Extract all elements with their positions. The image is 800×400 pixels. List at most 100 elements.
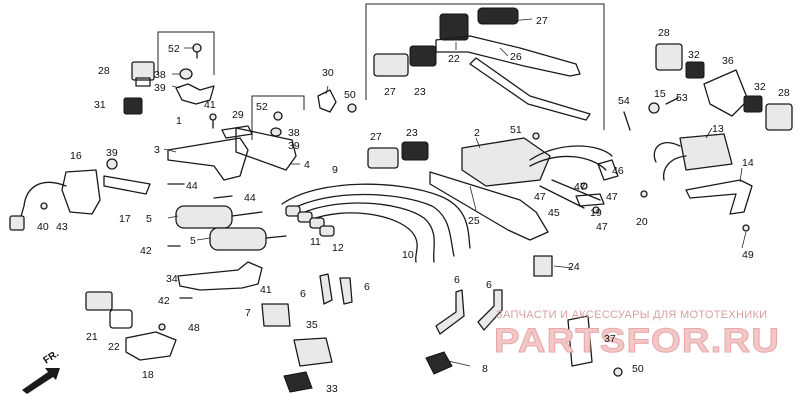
plug-cap-6-c [435, 289, 465, 335]
connector-40 [9, 215, 25, 231]
callout-53: 53 [676, 92, 688, 104]
callout-27-box: 27 [384, 86, 396, 98]
callout-6-b: 6 [364, 281, 370, 293]
watermark-logo: PARTSFOR.RU [494, 322, 780, 360]
clip-30 [317, 89, 337, 113]
callout-19: 19 [590, 207, 602, 219]
callout-labels: 52 28 38 39 31 1 41 29 52 38 39 3 4 30 5… [37, 15, 790, 395]
callout-10: 10 [402, 249, 414, 261]
callout-38-upper: 38 [154, 69, 166, 81]
callout-42-upper: 42 [140, 245, 152, 257]
plug-cap-6-d [477, 289, 503, 331]
grommet-8 [425, 351, 453, 375]
callout-25: 25 [468, 215, 480, 227]
bolt-39-left [106, 158, 118, 170]
bolt-52-lower [273, 111, 283, 121]
callout-29: 29 [232, 109, 244, 121]
relay-32-upper [685, 61, 705, 79]
callout-44-upper: 44 [186, 180, 198, 192]
connector-33 [283, 371, 313, 393]
clamp-47-b [592, 206, 600, 214]
callout-47-b: 47 [606, 191, 618, 203]
callout-50-upper: 50 [344, 89, 356, 101]
relay-32-lower [743, 95, 763, 113]
plug-cap-6-a [319, 273, 333, 305]
harness-45 [539, 179, 601, 209]
bolt-41 [209, 113, 217, 121]
callout-45: 45 [548, 207, 560, 219]
fuse-holder-26-strap [469, 57, 591, 121]
callout-24: 24 [568, 261, 580, 273]
relay-31 [123, 97, 143, 115]
grommet-38 [179, 68, 193, 80]
callout-4: 4 [304, 159, 310, 171]
group-box-22-27 [365, 3, 605, 130]
callout-51: 51 [510, 124, 522, 136]
bracket-19 [575, 193, 605, 207]
ignition-coil-5-upper [175, 205, 263, 229]
callout-6-c: 6 [454, 274, 460, 286]
group-box-52-38 [157, 31, 215, 75]
callout-22-lower: 22 [108, 341, 120, 353]
callout-35: 35 [306, 319, 318, 331]
fuse-27-lower [373, 53, 409, 77]
fuse-23-upper [409, 45, 437, 67]
bracket-34 [177, 261, 263, 291]
callout-5-upper: 5 [146, 213, 152, 225]
callout-7: 7 [245, 307, 251, 319]
clamp-47-a [580, 182, 588, 190]
callout-28-right-lower: 28 [778, 87, 790, 99]
callout-52-lower: 52 [256, 101, 268, 113]
plate-17 [103, 175, 151, 195]
bolt-52-upper [192, 43, 202, 59]
group-box-52-39 [251, 95, 305, 140]
plate-37 [567, 315, 593, 367]
bolt-20 [640, 190, 648, 198]
connector-7 [261, 303, 291, 327]
cap-27-top [477, 7, 519, 25]
callout-31: 31 [94, 99, 106, 111]
callout-9: 9 [332, 164, 338, 176]
callout-26: 26 [510, 51, 522, 63]
cover-22 [109, 309, 133, 329]
fuse-holder-26 [435, 35, 581, 77]
bolt-43 [40, 202, 48, 210]
igniter-leads [529, 145, 613, 171]
callout-47-c: 47 [534, 191, 546, 203]
bolt-49 [742, 224, 750, 232]
grommet-15 [648, 102, 660, 114]
callout-32-upper: 32 [688, 49, 700, 61]
screw-44-lower [213, 195, 233, 199]
fuse-27-mid [367, 147, 399, 169]
callout-50-lower: 50 [632, 363, 644, 375]
bolt-50-upper [347, 103, 357, 113]
callout-39-lower: 39 [288, 140, 300, 152]
watermark-tagline: ЗАПЧАСТИ И АКСЕССУАРЫ ДЛЯ МОТОТЕХНИКИ [496, 309, 767, 321]
callout-44-lower: 44 [244, 192, 256, 204]
callout-15: 15 [654, 88, 666, 100]
plug-cap-6-b [339, 277, 353, 305]
bracket-14 [685, 179, 753, 215]
callout-21: 21 [86, 331, 98, 343]
bracket-arm-3 [167, 137, 249, 181]
front-direction-marker: FR. [22, 348, 61, 394]
callout-36: 36 [722, 55, 734, 67]
unit-13-wires [653, 141, 687, 181]
callout-32-lower: 32 [754, 81, 766, 93]
callout-30: 30 [322, 67, 334, 79]
callout-13: 13 [712, 123, 724, 135]
callout-54: 54 [618, 95, 630, 107]
callout-23-box: 23 [414, 86, 426, 98]
relay-28-right-lower [765, 103, 793, 131]
bracket-1 [175, 83, 215, 105]
callout-40: 40 [37, 221, 49, 233]
callout-38-lower: 38 [288, 127, 300, 139]
callout-20: 20 [636, 216, 648, 228]
callout-39-left: 39 [106, 147, 118, 159]
callout-2: 2 [474, 127, 480, 139]
callout-18: 18 [142, 369, 154, 381]
bracket-36 [703, 69, 749, 117]
callout-6-a: 6 [300, 288, 306, 300]
callout-39-upper: 39 [154, 82, 166, 94]
